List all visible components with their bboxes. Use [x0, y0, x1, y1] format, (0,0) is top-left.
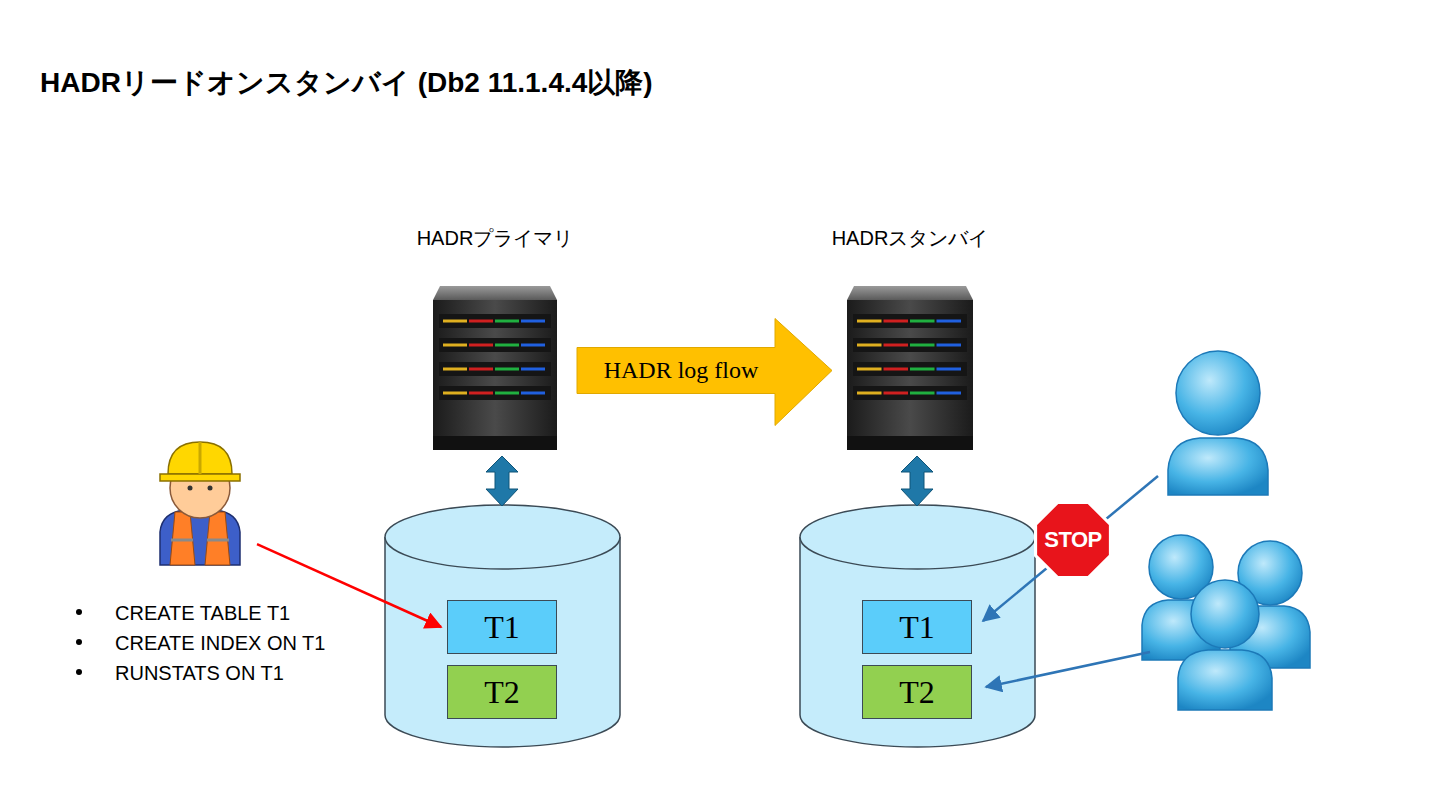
command-list: CREATE TABLE T1CREATE INDEX ON T1RUNSTAT…	[115, 598, 325, 688]
user-group-figure	[1142, 535, 1310, 710]
command-text: RUNSTATS ON T1	[115, 658, 325, 688]
user-figure	[1168, 351, 1268, 495]
server-bay	[439, 314, 551, 328]
node-label: T1	[899, 609, 935, 646]
server-light	[495, 320, 519, 323]
server-heading: HADRプライマリ	[417, 225, 574, 252]
table-box: T1	[447, 600, 557, 654]
server-light	[521, 320, 545, 323]
access-arrow	[986, 652, 1150, 687]
node-label: T2	[484, 674, 520, 711]
server-light	[910, 368, 935, 371]
worker-figure	[160, 442, 240, 565]
access-arrow	[983, 476, 1158, 621]
server-light	[937, 392, 962, 395]
server-light	[469, 344, 493, 347]
server-light	[469, 320, 493, 323]
command-text: CREATE TABLE T1	[115, 598, 325, 628]
server-bay	[439, 362, 551, 376]
stop-sign: STOP	[1034, 501, 1112, 579]
bullet-dot	[76, 609, 82, 675]
server-light	[884, 320, 909, 323]
database-cylinder	[800, 505, 1035, 747]
server-bay	[853, 362, 967, 376]
title: HADRリードオンスタンバイ (Db2 11.1.4.4以降)	[40, 64, 653, 102]
node-label: T2	[899, 674, 935, 711]
server-heading: HADRスタンバイ	[832, 225, 989, 252]
io-arrow	[486, 456, 518, 506]
table-box: T1	[862, 600, 972, 654]
io-arrow	[901, 456, 933, 506]
server-light	[910, 320, 935, 323]
command-text: CREATE INDEX ON T1	[115, 628, 325, 658]
edge-label: HADR log flow	[601, 357, 762, 384]
server-light	[910, 392, 935, 395]
server-light	[857, 392, 882, 395]
server-light	[521, 368, 545, 371]
server-bay	[439, 338, 551, 352]
operator-node: CREATE TABLE T1CREATE INDEX ON T1RUNSTAT…	[155, 440, 245, 567]
server-bay	[853, 338, 967, 352]
server-light	[495, 368, 519, 371]
log-flow-arrow	[577, 319, 832, 426]
server-light	[495, 392, 519, 395]
server-bay	[853, 314, 967, 328]
server-light	[937, 344, 962, 347]
server-light	[495, 344, 519, 347]
table-box: T2	[447, 665, 557, 719]
server-light	[469, 392, 493, 395]
node-label: STOP	[1044, 527, 1102, 553]
server-light	[857, 320, 882, 323]
server-light	[521, 392, 545, 395]
server-light	[937, 320, 962, 323]
server-node: HADRプライマリ	[433, 285, 557, 450]
server-light	[937, 368, 962, 371]
server-light	[443, 368, 467, 371]
server-icon	[847, 286, 973, 450]
node-label: T1	[484, 609, 520, 646]
table-box: T2	[862, 665, 972, 719]
stop-octagon	[1036, 503, 1111, 578]
server-light	[469, 368, 493, 371]
server-light	[443, 392, 467, 395]
server-light	[884, 344, 909, 347]
server-light	[857, 368, 882, 371]
server-light	[857, 344, 882, 347]
server-light	[884, 392, 909, 395]
server-icon	[433, 286, 557, 450]
server-bay	[439, 386, 551, 400]
server-bay	[853, 386, 967, 400]
server-node: HADRスタンバイ	[847, 285, 973, 450]
server-light	[521, 344, 545, 347]
server-light	[910, 344, 935, 347]
server-light	[443, 320, 467, 323]
server-light	[443, 344, 467, 347]
database-cylinder	[385, 505, 620, 747]
server-light	[884, 368, 909, 371]
